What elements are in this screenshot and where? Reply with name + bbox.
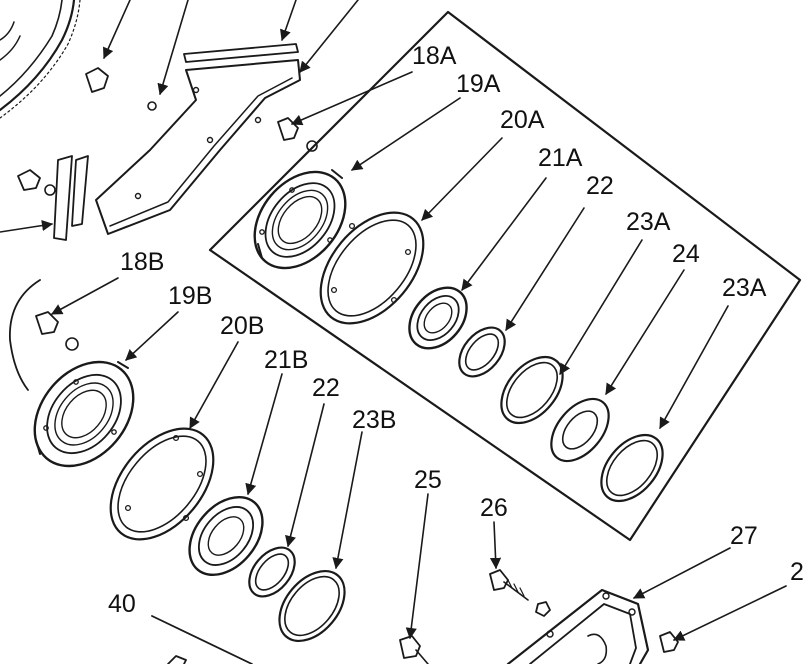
part-40-assembly	[151, 615, 253, 664]
gasket-strip-side	[53, 155, 89, 241]
kit-box	[208, 10, 802, 542]
label-20b: 20B	[220, 312, 264, 340]
label-18b: 18B	[120, 248, 164, 276]
label-2: 2	[790, 558, 804, 586]
part-23a-snap-ring-2	[600, 433, 664, 503]
cover-plate	[95, 59, 301, 235]
part-19b-seal-housing	[33, 360, 135, 468]
part-23b-snap-ring	[278, 569, 346, 643]
part-21a-seal	[408, 286, 468, 350]
label-20a: 20A	[500, 106, 545, 134]
part-26-bolt	[489, 569, 551, 617]
flywheel-fragment	[0, 0, 81, 119]
label-22-b: 22	[312, 374, 340, 402]
part-27-housing	[506, 588, 650, 664]
small-bolt-left	[17, 169, 56, 196]
label-22-a: 22	[586, 172, 614, 200]
small-bolt-top	[85, 67, 157, 111]
label-24: 24	[672, 240, 700, 268]
label-18a: 18A	[412, 42, 457, 70]
part-2x-bolt	[659, 631, 679, 653]
part-22a-ring	[458, 326, 506, 378]
label-21a: 21A	[538, 144, 583, 172]
label-23a-1: 23A	[626, 208, 671, 236]
label-19a: 19A	[456, 70, 501, 98]
part-20b-gasket	[109, 427, 215, 541]
part-20a-gasket	[319, 211, 425, 325]
label-23b: 23B	[352, 406, 396, 434]
part-22b-ring	[248, 546, 296, 598]
label-21b: 21B	[264, 346, 308, 374]
hose-line	[9, 279, 41, 391]
gasket-strip-top	[183, 43, 299, 63]
part-25-bolt	[399, 635, 429, 664]
part-24-spacer	[550, 397, 610, 463]
part-18b-bolt	[35, 311, 79, 351]
label-19b: 19B	[168, 282, 212, 310]
label-27: 27	[730, 522, 758, 550]
part-21b-seal	[188, 495, 264, 577]
label-40: 40	[108, 590, 136, 618]
label-26: 26	[480, 494, 508, 522]
label-25: 25	[414, 466, 442, 494]
part-23a-snap-ring-1	[500, 355, 564, 425]
part-19a-seal-housing	[253, 169, 347, 270]
part-18a-bolt	[277, 117, 318, 152]
label-23a-2: 23A	[722, 274, 767, 302]
